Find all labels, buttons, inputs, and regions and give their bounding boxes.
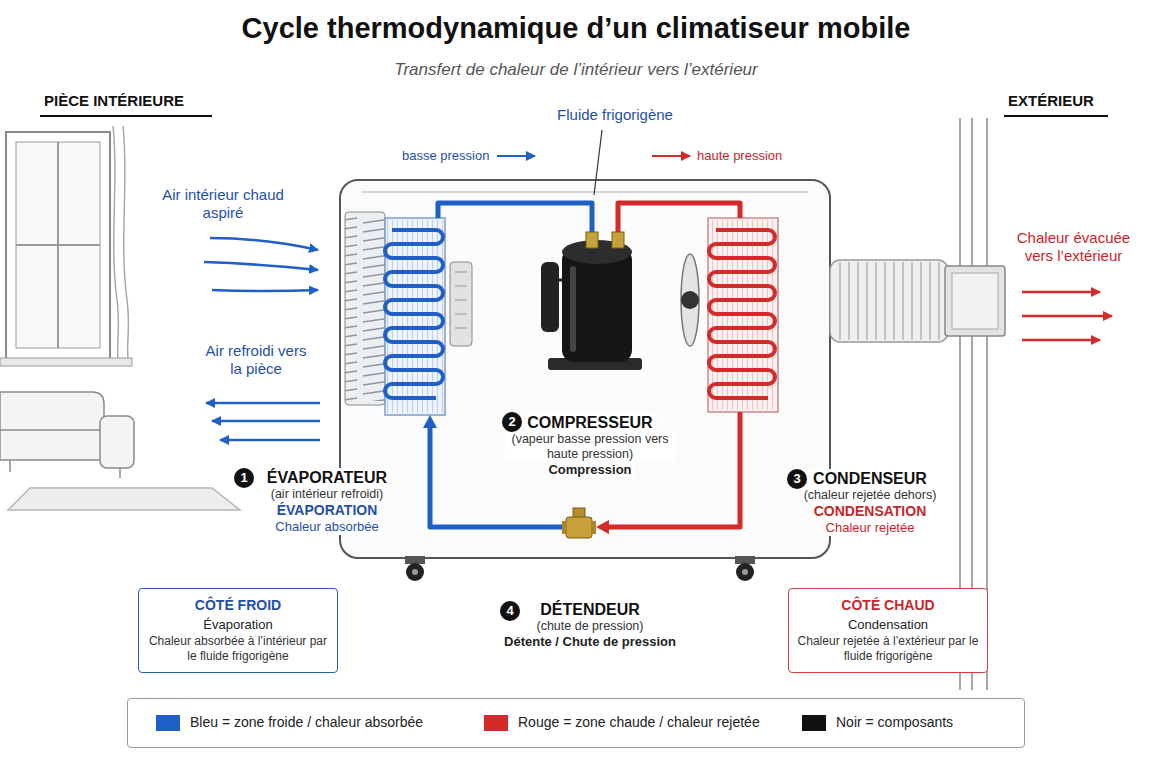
callout-number: 1 [234, 468, 254, 488]
node-text: Compression [546, 462, 633, 478]
condenser-coil: CONDENSEUR(chaleur rejetée dehors)CONDEN… [708, 218, 778, 412]
text-block: ÉVAPORATEUR(air intérieur refroidi)ÉVAPO… [247, 468, 407, 535]
callout-number: 4 [500, 601, 520, 621]
text-block: COMPRESSEUR(vapeur basse pression vers h… [505, 413, 675, 478]
node-text: Détente / Chute de pression [502, 634, 678, 650]
legend-swatch [156, 715, 180, 731]
node-text: Chaleur absorbée [273, 519, 380, 535]
airflow-label: Air refroidi vers la pièce [205, 342, 307, 378]
flow-arrowhead [423, 415, 437, 428]
node-heading: ÉVAPORATEUR [265, 468, 389, 487]
diagram-subtitle: Transfert de chaleur de l’intérieur vers… [0, 60, 1152, 80]
expansion-valve: DÉTENDEUR(chute de pression)Détente / Ch… [562, 515, 596, 540]
callout-number: 3 [787, 469, 807, 489]
condenser-coil [708, 218, 778, 412]
intake-grille [345, 212, 385, 405]
legend-text: Rouge = zone chaude / chaleur rejetée [518, 714, 760, 730]
node-heading: CONDENSEUR [811, 469, 929, 488]
legend-text: Bleu = zone froide / chaleur absorbée [190, 714, 423, 730]
leader-line [594, 130, 602, 195]
window [0, 126, 132, 366]
node-heading: COMPRESSEUR [525, 413, 654, 432]
flow-arrowhead [596, 520, 609, 534]
exhaust-duct [830, 260, 1005, 342]
legend-swatch [802, 715, 826, 731]
node-heading: DÉTENDEUR [538, 600, 642, 619]
evaporator-coil [385, 218, 445, 415]
heat-label: Chaleur évacuée vers l’extérieur [1010, 229, 1137, 265]
node-text: (vapeur basse pression vers haute pressi… [505, 432, 675, 462]
node-text: (air intérieur refroidi) [269, 487, 386, 502]
condenser-fan [681, 254, 699, 346]
zone-label: EXTÉRIEUR [1008, 92, 1138, 109]
pressure-label: haute pression [697, 148, 807, 163]
node-text: Chaleur absorbée à l’intérieur par le fl… [147, 634, 329, 663]
refrigerant-pipe [618, 203, 740, 232]
node-text: CONDENSATION [812, 503, 929, 520]
text-block: DÉTENDEUR(chute de pression)Détente / Ch… [490, 600, 690, 650]
expansion-valve [562, 508, 596, 538]
compressor [541, 232, 642, 370]
node-text: Évaporation [147, 617, 329, 633]
airflow-label: Air intérieur chaud aspiré [162, 186, 284, 222]
node-text: (chute de pression) [534, 619, 645, 634]
pipe-line [438, 203, 592, 232]
fluid-label: Fluide frigorigène [540, 106, 690, 124]
legend-swatch [484, 715, 508, 731]
node-text: (chaleur rejetée dehors) [802, 488, 939, 503]
pipe-line [618, 203, 740, 232]
compressor: COMPRESSEUR(vapeur basse pression vers h… [540, 232, 645, 372]
node-text: Chaleur rejetée [824, 520, 917, 536]
evaporator-fan [450, 262, 472, 346]
evaporator-coil: ÉVAPORATEUR(air intérieur refroidi)ÉVAPO… [383, 218, 445, 415]
node-text: Condensation [797, 617, 979, 633]
node-text: ÉVAPORATION [275, 502, 380, 519]
callout-number: 2 [502, 412, 522, 432]
side-box: CÔTÉ FROID ÉvaporationChaleur absorbée à … [138, 588, 338, 673]
sofa [0, 392, 240, 510]
legend-box: Bleu = zone froide / chaleur absorbée Rou… [127, 698, 1025, 748]
legend-text: Noir = composants [836, 714, 953, 730]
unit-housing [340, 180, 830, 581]
pressure-label: basse pression [402, 148, 502, 163]
zone-label: PIÈCE INTÉRIEURE [44, 92, 244, 109]
node-heading: CÔTÉ FROID [147, 597, 329, 614]
refrigerant-pipe [438, 203, 592, 232]
text-block: CONDENSEUR(chaleur rejetée dehors)CONDEN… [790, 469, 950, 536]
node-text: Chaleur rejetée à l’extérieur par le flu… [797, 634, 979, 663]
diagram-title: Cycle thermodynamique d’un climatiseur m… [0, 12, 1152, 45]
side-box: CÔTÉ CHAUD CondensationChaleur rejetée à … [788, 588, 988, 673]
node-heading: CÔTÉ CHAUD [797, 597, 979, 614]
